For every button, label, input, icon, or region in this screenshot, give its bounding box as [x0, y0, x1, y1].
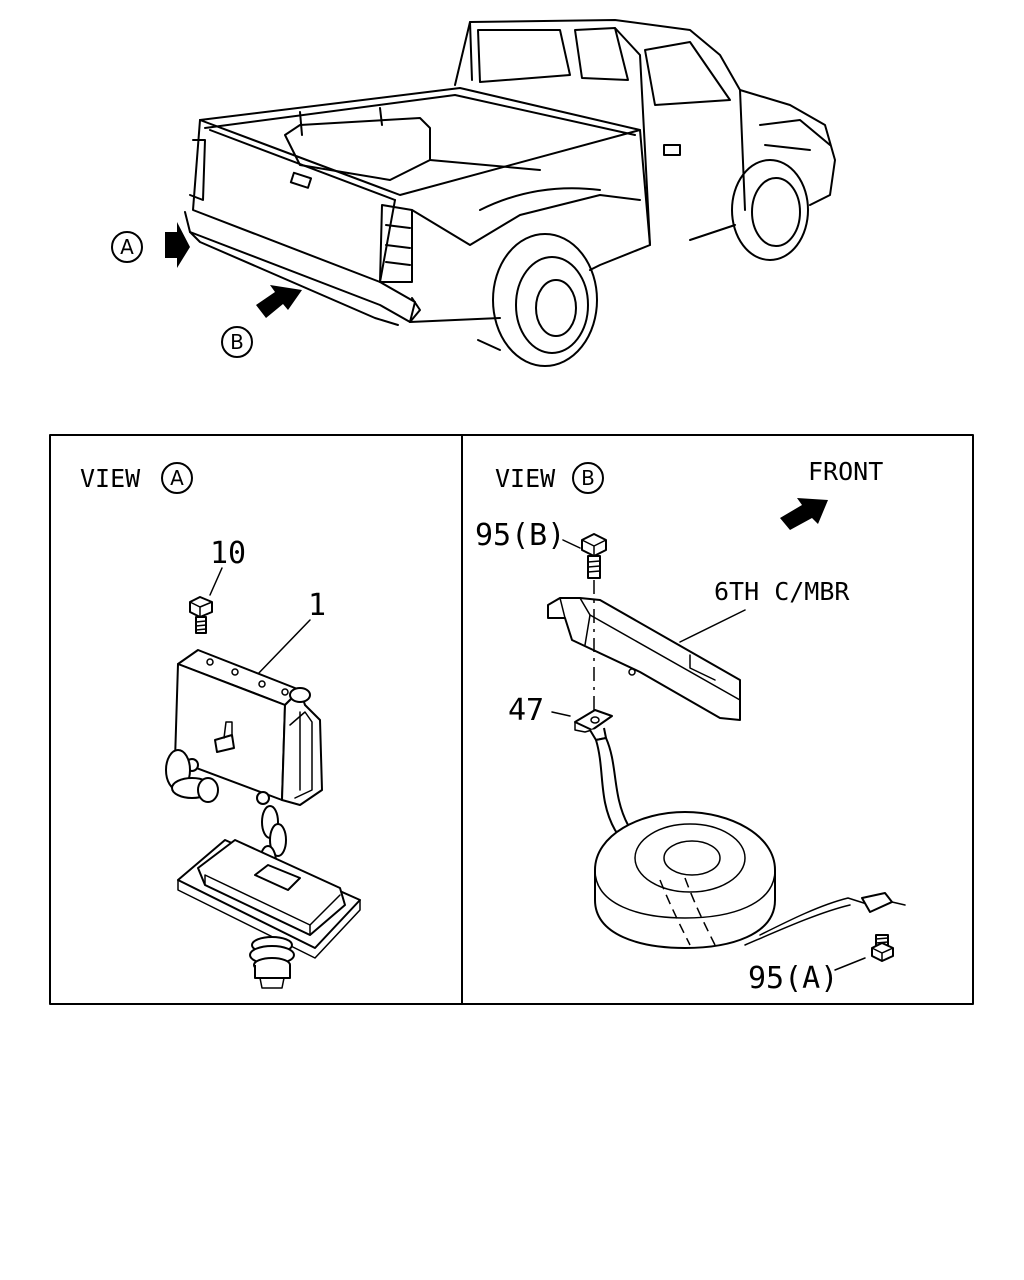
bolt-95b-icon [581, 533, 607, 579]
callout-47: 47 [508, 693, 544, 728]
pickup-truck-illustration [184, 19, 836, 367]
bolt-10-icon [189, 596, 213, 634]
view-a-label: VIEW [80, 464, 141, 493]
strap-bracket-icon [861, 892, 893, 913]
views-frame [49, 434, 974, 1005]
front-label: FRONT [808, 457, 883, 486]
callout-95a: 95(A) [748, 961, 838, 996]
view-a-marker: A [120, 235, 134, 259]
sixth-crossmember-icon [547, 597, 741, 721]
spare-tire-icon [594, 811, 776, 949]
view-b-circle-marker: B [581, 466, 595, 490]
view-b-panel: VIEW B FRONT 95(B) 6TH C/MBR 47 95(A) [475, 457, 906, 996]
view-a-panel: VIEW A 10 1 [80, 462, 361, 989]
callout-95b: 95(B) [475, 518, 565, 553]
bracket-47-icon [574, 709, 613, 741]
member-label: 6TH C/MBR [714, 577, 850, 606]
retaining-strap-icon [759, 897, 871, 936]
receiver-base-plate-icon [177, 839, 361, 989]
view-a-circle-marker: A [170, 466, 184, 490]
view-a-pointer: A [111, 222, 190, 268]
callout-1: 1 [308, 588, 326, 623]
view-b-pointer: B [221, 285, 302, 358]
view-b-marker: B [230, 330, 244, 354]
callout-10: 10 [210, 536, 246, 571]
front-arrow-icon [780, 498, 828, 530]
view-b-label: VIEW [495, 464, 556, 493]
bolt-95a-icon [871, 934, 894, 962]
tow-hitch-bracket-icon [165, 649, 323, 879]
